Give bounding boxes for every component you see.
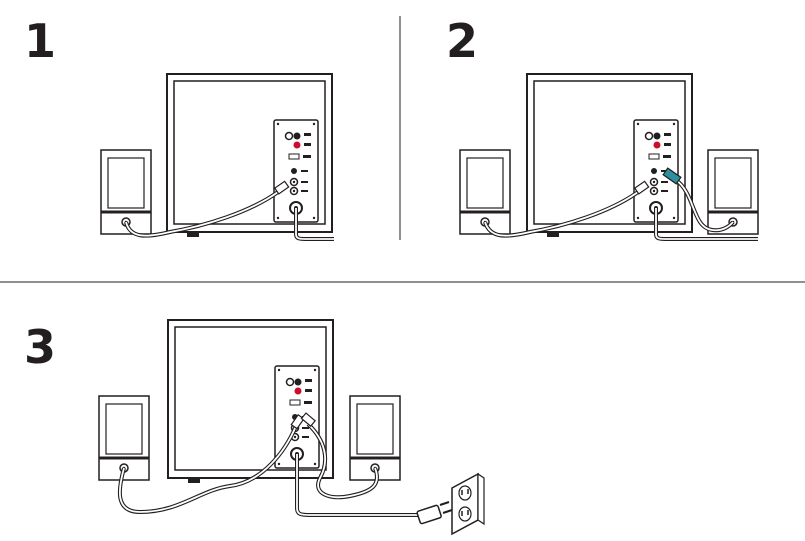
power-cord-icon — [294, 208, 334, 241]
subwoofer-icon — [166, 73, 333, 238]
step-1-number: 1 — [24, 14, 57, 68]
power-cord-icon — [654, 208, 758, 241]
step-3-panel — [97, 319, 485, 536]
power-cord-icon — [295, 454, 453, 525]
satellite-speaker-icon — [458, 148, 512, 236]
satellite-speaker-icon — [99, 148, 153, 236]
step-1-panel — [99, 73, 334, 241]
satellite-speaker-icon — [348, 394, 402, 482]
step-2-panel — [458, 73, 760, 241]
step-3-number: 3 — [24, 320, 57, 374]
satellite-speaker-icon — [706, 148, 760, 236]
subwoofer-icon — [167, 319, 334, 484]
wall-outlet-icon — [451, 472, 485, 536]
audio-cable-icon — [300, 412, 379, 500]
audio-cable-icon — [117, 413, 305, 515]
step-2-number: 2 — [446, 14, 479, 68]
highlighted-connector-icon — [662, 167, 735, 233]
satellite-speaker-icon — [97, 394, 151, 482]
subwoofer-icon — [526, 73, 693, 238]
audio-cable-icon — [124, 180, 290, 238]
audio-cable-icon — [483, 180, 650, 238]
